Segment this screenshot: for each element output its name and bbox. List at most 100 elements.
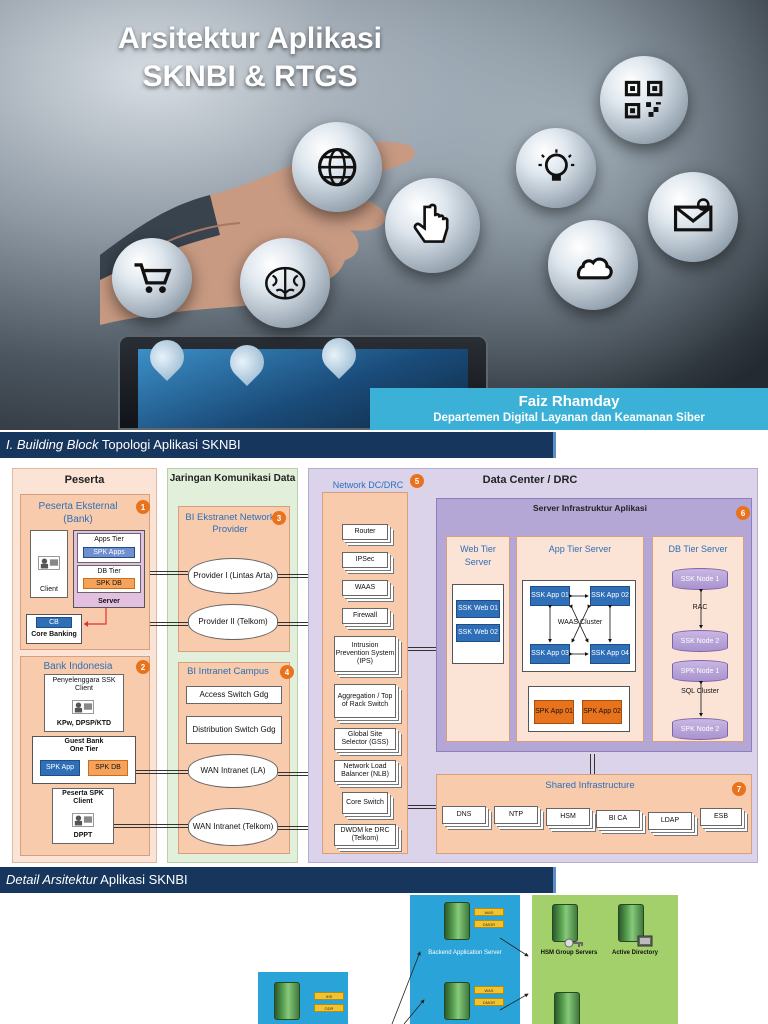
hsm-server-icon: [554, 992, 580, 1024]
provider-1-cloud: Provider I (Lintas Arta): [188, 558, 278, 594]
hsm-server-icon: [552, 904, 578, 942]
cb-box: CB: [36, 617, 72, 628]
hand-cursor-icon: [385, 178, 480, 273]
web-tier-title: Web Tier Server: [460, 544, 496, 567]
wan-intranet-telkom-cloud: WAN Intranet (Telkom): [188, 808, 278, 846]
badge-1: 1: [136, 500, 150, 514]
backend-label: Backend Application Server: [428, 950, 502, 956]
connector-line: [136, 770, 188, 771]
dmgr-tag: DMGR: [474, 998, 504, 1006]
cluster-arrows: [548, 594, 612, 656]
connector-line: [114, 827, 188, 828]
banner-text: Topologi Aplikasi SKNBI: [98, 437, 241, 452]
was-tag: WAS: [474, 986, 504, 994]
odr-tag: ODR: [314, 1004, 344, 1012]
connector-line: [590, 754, 591, 774]
apps-tier-label: Apps Tier: [94, 536, 124, 543]
dmgr-tag: DMGR: [474, 920, 504, 928]
connector-line: [150, 571, 188, 572]
shared-infra-title: Shared Infrastructure: [545, 780, 635, 791]
badge-4: 4: [280, 665, 294, 679]
bank-indonesia-title: Bank Indonesia: [43, 661, 113, 672]
ldap-box: LDAP: [648, 812, 692, 830]
section-banner-detail: Detail Arsitektur Aplikasi SKNBI: [0, 867, 556, 893]
data-center-title: Data Center / DRC: [482, 474, 578, 486]
db-arrows: [699, 588, 703, 717]
connector-line: [408, 650, 436, 651]
connector-line: [408, 805, 440, 806]
frontend-server-icon: [274, 982, 300, 1020]
page-title: Arsitektur Aplikasi SKNBI & RTGS: [0, 20, 500, 96]
ssk-web-02-box: SSK Web 02: [456, 624, 500, 642]
backend-server-icon: [444, 902, 470, 940]
one-tier-label: One Tier: [69, 746, 99, 753]
router-box: Router: [342, 524, 388, 540]
shopping-cart-icon: [112, 238, 192, 318]
badge-6: 6: [736, 506, 750, 520]
author-department: Departemen Digital Layanan dan Keamanan …: [433, 412, 705, 424]
badge-3: 3: [272, 511, 286, 525]
esb-box: ESB: [700, 808, 742, 826]
app-tier-title: App Tier Server: [548, 544, 612, 554]
core-banking-label: Core Banking: [31, 631, 77, 638]
section-banner-building-block: I. Building Block Topologi Aplikasi SKNB…: [0, 432, 556, 458]
server-infra-title: Server Infrastruktur Aplikasi: [532, 503, 647, 513]
penyelenggara-label: Penyelenggara SSK Client: [52, 677, 116, 693]
bi-ca-box: BI CA: [596, 810, 640, 828]
access-switch-box: Access Switch Gdg: [186, 686, 282, 704]
ips-box: Intrusion Prevention System (IPS): [334, 636, 396, 672]
cloud-icon: [548, 220, 638, 310]
bi-intranet-title: BI Intranet Campus: [187, 666, 269, 677]
brain-icon: [240, 238, 330, 328]
waas-box: WAAS: [342, 580, 388, 596]
user-workstation-icon: [72, 700, 94, 714]
connector-line: [150, 625, 188, 626]
spk-app-box: SPK App: [40, 760, 80, 776]
ssk-app-04-box: SSK App 04: [590, 644, 630, 664]
peserta-title: Peserta: [64, 474, 105, 486]
ssk-web-01-box: SSK Web 01: [456, 600, 500, 618]
peserta-spk-label: Peserta SPK Client: [62, 790, 104, 806]
connector-line: [150, 622, 188, 623]
spk-node-2-db: SPK Node 2: [672, 718, 728, 740]
connector-line: [114, 824, 188, 825]
connector-line: [408, 808, 440, 809]
hsm-box: HSM: [546, 808, 590, 826]
qr-code-icon: [600, 56, 688, 144]
directory-book-icon: [637, 935, 653, 947]
ipsec-box: IPSec: [342, 552, 388, 568]
db-tier-label: DB Tier: [97, 568, 121, 575]
dns-box: DNS: [442, 806, 486, 824]
client-box: [30, 530, 68, 598]
user-workstation-icon: [38, 556, 60, 570]
server-label: Server: [98, 598, 120, 605]
jaringan-title: Jaringan Komunikasi Data: [169, 473, 296, 484]
db-tier-title: DB Tier Server: [668, 544, 728, 554]
spk-node-1-db: SPK Node 1: [672, 660, 728, 682]
aggregation-switch-box: Aggregation / Top of Rack Switch: [334, 684, 396, 718]
banner-text: Aplikasi SKNBI: [97, 872, 188, 887]
firewall-box: Firewall: [342, 608, 388, 624]
distribution-switch-box: Distribution Switch Gdg: [186, 716, 282, 744]
banner-italic-text: I. Building Block: [6, 437, 99, 452]
guest-bank-label: Guest Bank: [64, 738, 104, 745]
was-tag: WAS: [474, 908, 504, 916]
badge-2: 2: [136, 660, 150, 674]
banner-italic-text: Detail Arsitektur: [6, 872, 98, 887]
backend-server-icon: [444, 982, 470, 1020]
gss-box: Global Site Selector (GSS): [334, 728, 396, 750]
connector-line: [136, 773, 188, 774]
network-dc-title: Network DC/DRC: [332, 480, 404, 490]
author-box: Faiz Rhamday Departemen Digital Layanan …: [370, 388, 768, 430]
connector-line: [408, 647, 436, 648]
nlb-box: Network Load Balancer (NLB): [334, 760, 396, 782]
active-directory-label: Active Directory: [611, 950, 659, 956]
kpw-label: KPw, DPSP/KTD: [56, 720, 112, 727]
detail-connectors: [391, 937, 529, 1024]
connector-line: [150, 574, 188, 575]
spk-db-box-guest: SPK DB: [88, 760, 128, 776]
core-banking-connector: [84, 608, 107, 627]
globe-icon: [292, 122, 382, 212]
spk-db-box: SPK DB: [83, 578, 135, 589]
dppt-label: DPPT: [73, 832, 93, 839]
